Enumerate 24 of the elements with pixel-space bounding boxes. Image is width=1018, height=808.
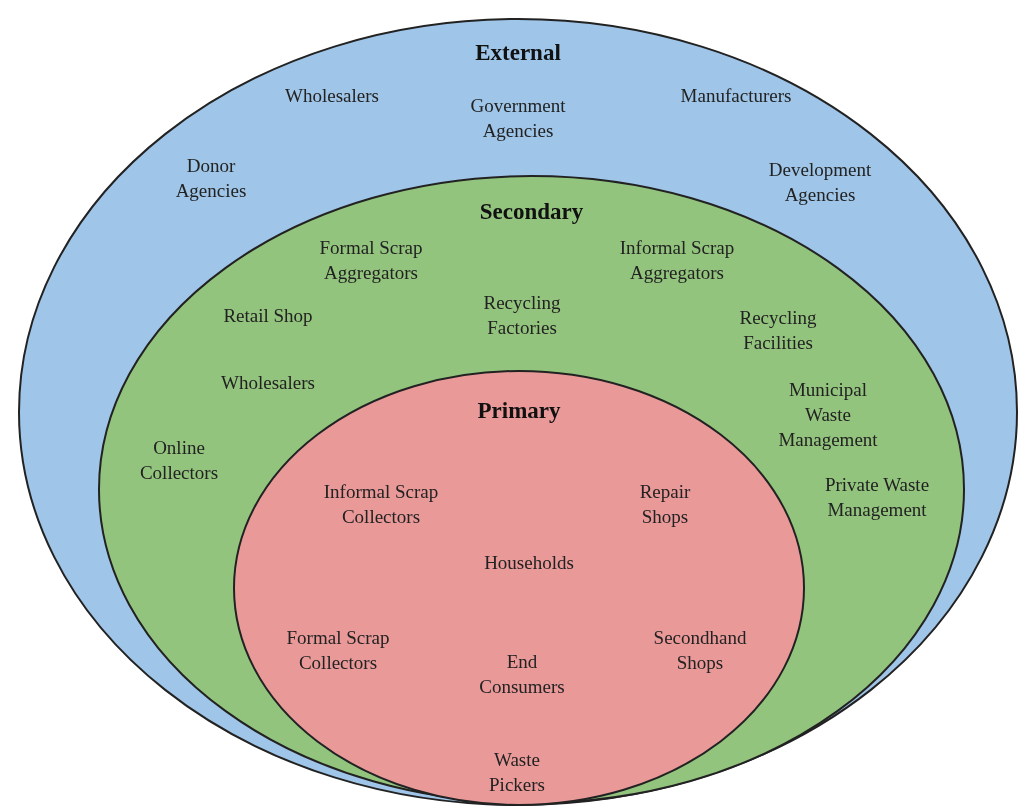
ring-heading: External (475, 40, 561, 66)
stakeholder-label: Waste Pickers (488, 748, 546, 797)
stakeholder-label: Recycling Factories (482, 291, 562, 340)
stakeholder-label: Informal Scrap Aggregators (618, 236, 736, 285)
stakeholder-label: Wholesalers (284, 83, 380, 108)
stakeholder-label: Wholesalers (220, 370, 316, 395)
stakeholder-label: Online Collectors (138, 436, 220, 485)
stakeholder-label: Manufacturers (679, 83, 793, 108)
ring-heading: Secondary (479, 199, 584, 225)
stakeholder-label: Private Waste Management (823, 473, 931, 522)
stakeholder-label: Formal Scrap Aggregators (318, 236, 424, 285)
stakeholder-label: Formal Scrap Collectors (285, 626, 391, 675)
stakeholder-label: Recycling Facilities (738, 306, 818, 355)
stakeholder-label: Repair Shops (638, 480, 692, 529)
stakeholder-label: Retail Shop (222, 303, 314, 328)
stakeholder-label: Households (483, 550, 575, 575)
stakeholder-label: Donor Agencies (174, 154, 248, 203)
ring-heading: Primary (477, 398, 561, 424)
stakeholder-label: Development Agencies (767, 158, 873, 207)
stakeholder-label: Informal Scrap Collectors (322, 480, 440, 529)
stakeholder-label: Government Agencies (469, 94, 567, 143)
stakeholder-label: Municipal Waste Management (777, 377, 879, 452)
stakeholder-label: Secondhand Shops (652, 626, 748, 675)
stakeholder-label: End Consumers (478, 650, 566, 699)
